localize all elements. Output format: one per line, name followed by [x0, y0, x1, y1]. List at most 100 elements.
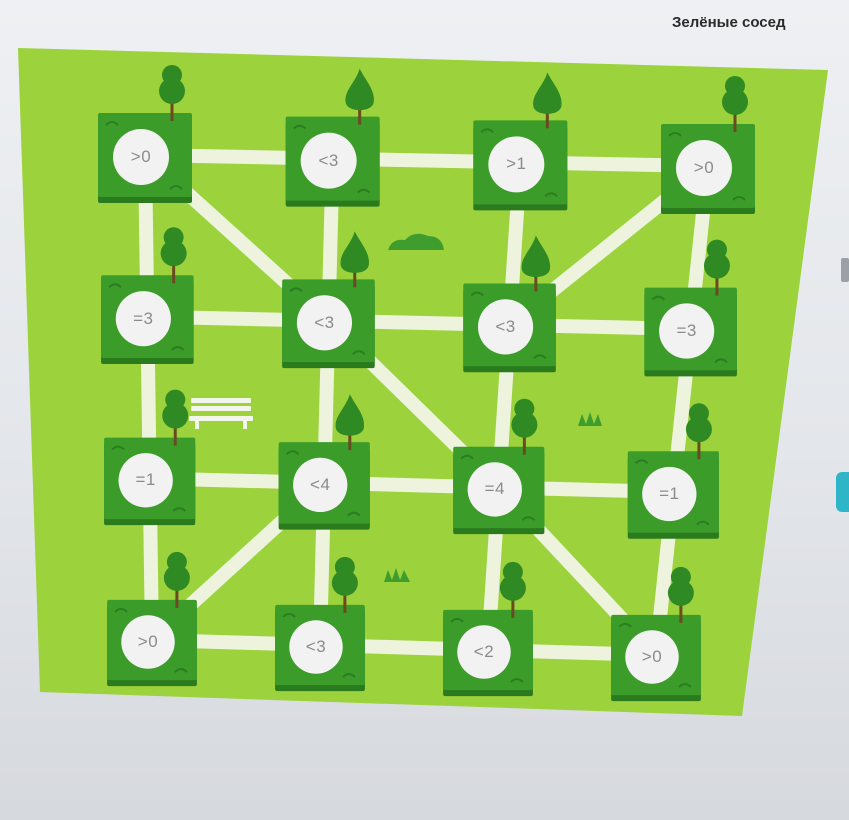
bench-icon: [189, 398, 253, 429]
tile-label: >1: [486, 150, 546, 178]
round-tree-icon: [703, 239, 730, 296]
side-scroll-marker: [841, 258, 849, 282]
tile-grass-mark: [651, 295, 666, 301]
round-tree-icon: [331, 556, 358, 613]
tile-label: >0: [622, 643, 682, 671]
tile-node[interactable]: [463, 235, 556, 373]
tile-grass-mark: [352, 350, 366, 355]
tile-condition-text: <3: [305, 637, 327, 656]
grass-tuft-icon: [384, 568, 410, 582]
tile-grass-mark: [105, 121, 119, 126]
tile-grass-mark: [635, 459, 649, 465]
round-tree-icon: [159, 65, 185, 121]
tile-node[interactable]: [275, 556, 365, 692]
value-circle: [289, 620, 343, 674]
tile-grass-mark: [114, 607, 128, 613]
value-circle: [300, 132, 357, 189]
tile-node[interactable]: [282, 231, 375, 369]
tile-label: >0: [118, 628, 178, 656]
tile-label: <3: [294, 309, 354, 337]
cypress-tree-icon: [521, 235, 551, 292]
tile-grass-mark: [533, 354, 547, 359]
tile-grass-mark: [480, 128, 495, 134]
cypress-tree-icon: [533, 72, 562, 129]
tile-label: <4: [290, 471, 350, 499]
tile-condition-text: =3: [676, 321, 697, 340]
grass-tuft-icon: [578, 412, 602, 426]
tile-node[interactable]: [627, 403, 719, 539]
tile-node[interactable]: [285, 68, 380, 207]
tiles-layer: [98, 65, 755, 702]
tile-node[interactable]: [443, 561, 533, 697]
cypress-tree-icon: [340, 231, 369, 288]
tile-condition-text: =4: [484, 479, 505, 499]
tile-grass-mark: [521, 516, 536, 521]
tile-node[interactable]: [278, 394, 370, 530]
tile-node[interactable]: [644, 239, 737, 377]
round-tree-icon: [160, 227, 187, 284]
tile-label: <3: [286, 633, 346, 661]
tile-node[interactable]: [107, 551, 197, 687]
value-circle: [115, 291, 171, 347]
value-circle: [457, 625, 511, 679]
tile-grass-mark: [678, 683, 692, 688]
tile-grass-mark: [668, 132, 682, 137]
value-circle: [113, 129, 169, 185]
tile-condition-text: <3: [318, 150, 339, 170]
bush-icon: [388, 233, 444, 250]
tile-grass-mark: [714, 358, 728, 364]
tile-grass-mark: [285, 450, 300, 455]
page-title: Зелёные сосед: [672, 14, 786, 31]
tile-condition-text: >0: [130, 147, 152, 166]
side-action-button[interactable]: [836, 472, 849, 512]
tile-grass-mark: [356, 188, 371, 194]
cypress-tree-icon: [345, 68, 374, 125]
tile-label: >0: [674, 154, 734, 182]
tile-node[interactable]: [473, 72, 568, 211]
tile-condition-text: >1: [506, 154, 527, 174]
value-circle: [477, 299, 534, 355]
tile-condition-text: <3: [314, 312, 335, 332]
value-circle: [659, 303, 715, 359]
tile-grass-mark: [618, 622, 632, 628]
tile-grass-mark: [282, 612, 296, 618]
tile-grass-mark: [292, 124, 307, 130]
tile-condition-text: =1: [135, 470, 156, 490]
tile-grass-mark: [544, 192, 559, 198]
tile-condition-text: >0: [693, 158, 715, 177]
value-circle: [296, 295, 353, 351]
tile-label: =3: [113, 305, 173, 333]
tile-label: <3: [476, 313, 536, 341]
tile-grass-mark: [460, 454, 474, 460]
tile-grass-mark: [696, 520, 710, 526]
tile-condition-text: =3: [133, 308, 154, 328]
tile-node[interactable]: [453, 398, 545, 535]
round-tree-icon: [722, 76, 748, 132]
decorations-layer: [189, 233, 602, 582]
tile-label: =1: [116, 466, 176, 494]
tile-label: =3: [657, 317, 717, 345]
tile-grass-mark: [342, 673, 356, 678]
tile-label: <2: [454, 638, 514, 666]
tile-condition-text: <2: [473, 642, 495, 661]
round-tree-icon: [162, 389, 189, 446]
value-circle: [467, 462, 522, 517]
tile-grass-mark: [170, 346, 185, 351]
tile-node[interactable]: [104, 389, 196, 526]
value-circle: [625, 630, 679, 684]
tile-node[interactable]: [611, 566, 701, 702]
tile-label: =4: [465, 475, 525, 503]
tile-node[interactable]: [98, 65, 192, 203]
cypress-tree-icon: [335, 394, 365, 451]
tile-grass-mark: [111, 445, 125, 451]
tile-node[interactable]: [101, 227, 194, 365]
tile-node[interactable]: [661, 76, 755, 214]
value-circle: [642, 466, 697, 522]
tile-condition-text: <3: [495, 316, 516, 336]
round-tree-icon: [685, 403, 712, 460]
round-tree-icon: [163, 551, 190, 608]
value-circle: [488, 136, 545, 193]
tile-grass-mark: [174, 668, 188, 673]
